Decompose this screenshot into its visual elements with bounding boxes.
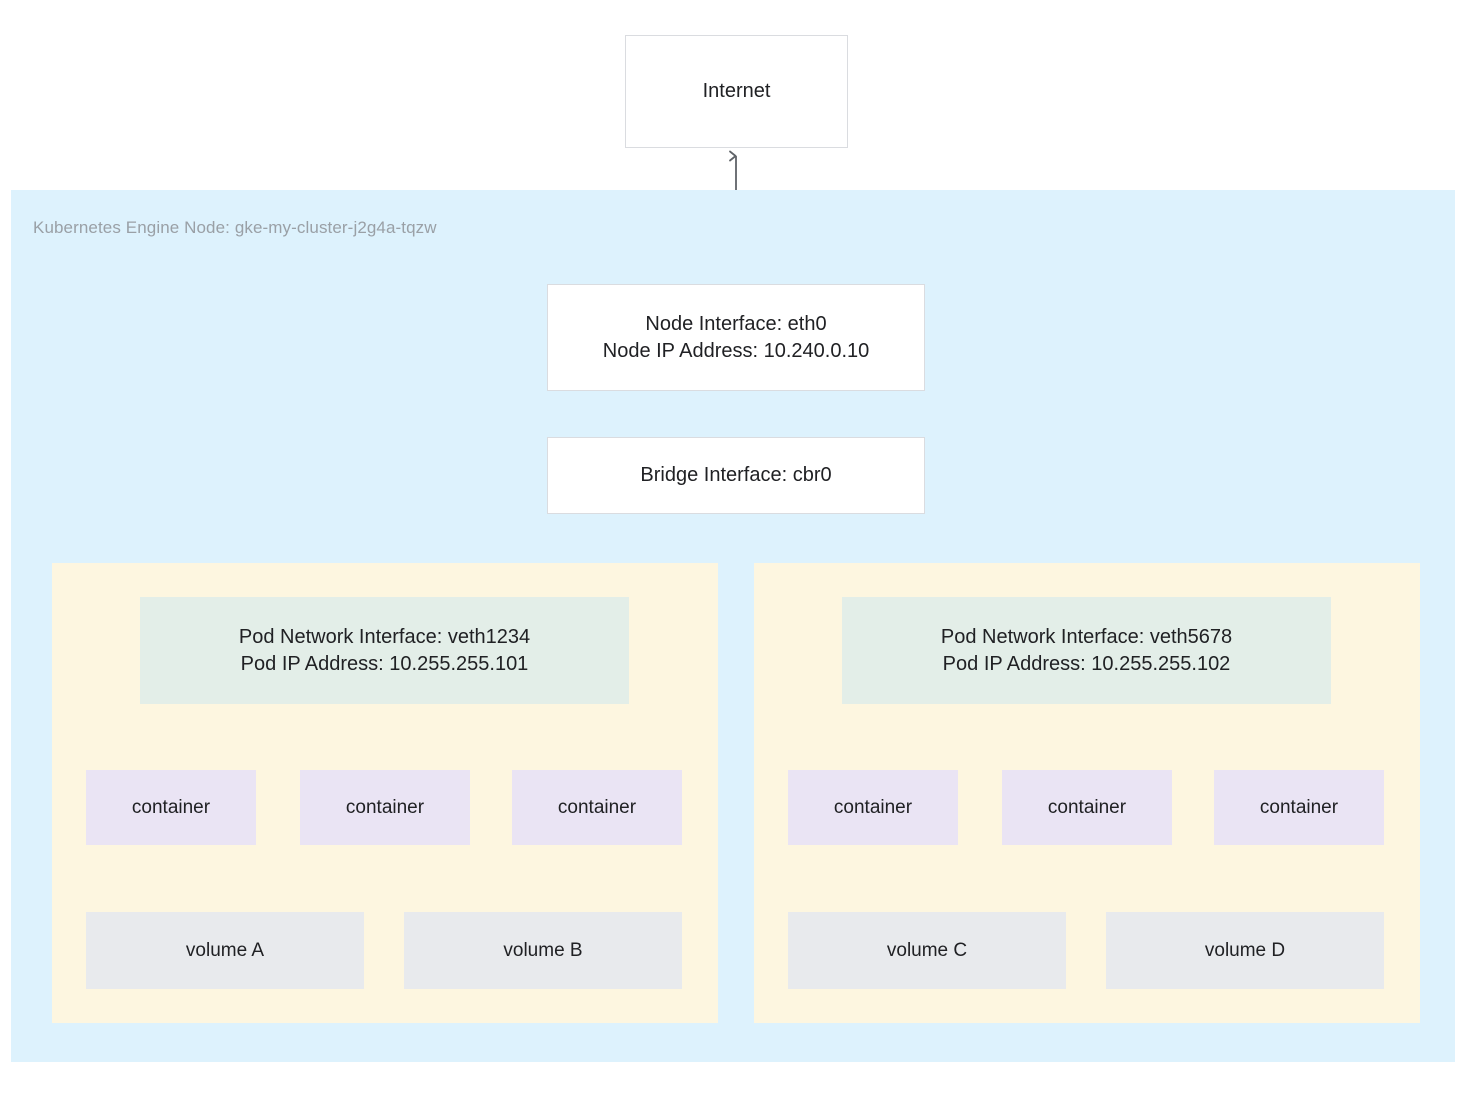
pod-right-ip-address: Pod IP Address: 10.255.255.102 (942, 652, 1231, 675)
pod-left-volume-a[interactable]: volume A (86, 912, 364, 989)
pod-right-container-3-label: container (1259, 796, 1339, 818)
node-ip-address: Node IP Address: 10.240.0.10 (602, 339, 870, 362)
pod-right-container-2[interactable]: container (1002, 770, 1172, 845)
pod-right-volume-d[interactable]: volume D (1106, 912, 1384, 989)
internet-label: Internet (702, 80, 771, 102)
bridge-interface-label: Bridge Interface: cbr0 (640, 464, 832, 486)
pod-left-volume-a-label: volume A (185, 939, 265, 961)
node-interface-name: Node Interface: eth0 (645, 312, 827, 335)
pod-left-ip-address: Pod IP Address: 10.255.255.101 (240, 652, 529, 675)
node-interface-box[interactable]: Node Interface: eth0 Node IP Address: 10… (547, 284, 925, 391)
bridge-interface-box[interactable]: Bridge Interface: cbr0 (547, 437, 925, 514)
pod-right-volume-c-label: volume C (886, 939, 968, 961)
pod-left-container-2-label: container (345, 796, 425, 818)
pod-left-container-3[interactable]: container (512, 770, 682, 845)
pod-left-container-1[interactable]: container (86, 770, 256, 845)
pod-right-container-1[interactable]: container (788, 770, 958, 845)
pod-right-volume-d-label: volume D (1204, 939, 1286, 961)
pod-left-container-2[interactable]: container (300, 770, 470, 845)
pod-left-volume-b[interactable]: volume B (404, 912, 682, 989)
pod-right-container-1-label: container (833, 796, 913, 818)
pod-left-container-3-label: container (557, 796, 637, 818)
kubernetes-node-region-label: Kubernetes Engine Node: gke-my-cluster-j… (33, 218, 437, 237)
pod-right-container-2-label: container (1047, 796, 1127, 818)
pod-left-network-interface-box[interactable]: Pod Network Interface: veth1234 Pod IP A… (140, 597, 629, 704)
pod-right-interface-name: Pod Network Interface: veth5678 (940, 625, 1233, 648)
pod-left-volume-b-label: volume B (503, 939, 583, 961)
internet-box[interactable]: Internet (625, 35, 848, 148)
pod-left-container-1-label: container (131, 796, 211, 818)
pod-left-interface-name: Pod Network Interface: veth1234 (238, 625, 531, 648)
pod-right-network-interface-box[interactable]: Pod Network Interface: veth5678 Pod IP A… (842, 597, 1331, 704)
pod-right-volume-c[interactable]: volume C (788, 912, 1066, 989)
pod-right-container-3[interactable]: container (1214, 770, 1384, 845)
